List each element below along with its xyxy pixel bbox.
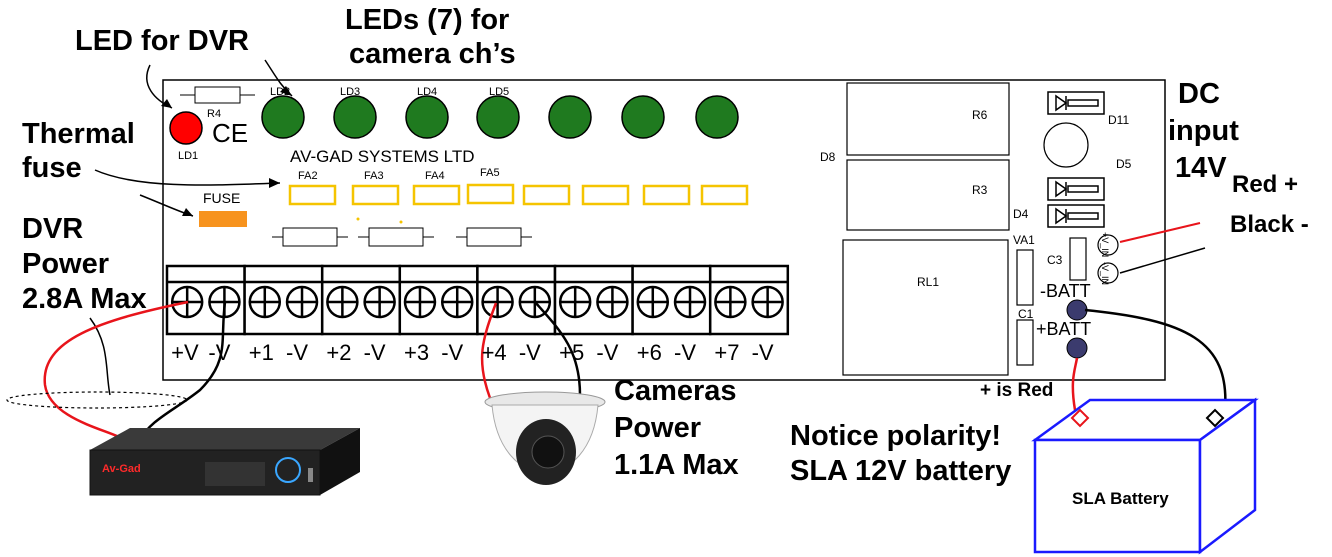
led-camera [261,95,305,139]
terminal-label: -V [751,340,774,365]
terminal-label: -V [208,340,231,365]
led-label: LD1 [178,150,199,162]
ce-mark: CE [212,118,249,148]
fuse-holders [288,183,749,206]
callout-cameras-1: Cameras [614,375,737,407]
callout-dc-input-1: DC [1178,78,1220,110]
arrow-heads [161,86,292,216]
led-label: LD2 [270,86,291,98]
callout-dvr-power-3: 2.8A Max [22,283,147,315]
callout-notice-1: Notice polarity! [790,420,1002,452]
resistor-label: R4 [207,108,222,120]
led-camera [548,95,592,139]
capacitor-c3 [1069,237,1087,281]
dvr-brand: Av-Gad [102,463,141,475]
callout-led-dvr: LED for DVR [75,25,249,57]
led-camera [695,95,739,139]
diode-label: D11 [1108,113,1130,127]
terminal-label: -V [596,340,619,365]
thermal-fuse [199,211,247,227]
resistor-label: R3 [972,183,988,197]
cables [43,300,1227,442]
cable-bundle-ellipse [6,391,188,409]
callout-dc-input-2: input [1168,115,1239,147]
varistor-va1 [1016,249,1034,306]
callout-leds-cam-2: camera ch’s [349,38,516,70]
company-name: AV-GAD SYSTEMS LTD [290,147,475,166]
led-camera [621,95,665,139]
terminal-label: -V [363,340,386,365]
fuse-holder-label: FA4 [425,170,445,182]
resistor-r6 [846,82,1010,156]
varistor-label: VA1 [1013,233,1035,247]
dvr-device [89,428,360,496]
dc-input-pos-terminal [1097,234,1119,256]
diode-label: D8 [820,150,836,164]
dome-camera [484,391,606,485]
diodes [1047,91,1105,228]
callout-cameras-2: Power [614,412,702,444]
battery-neg-terminal [1205,408,1225,428]
led-label: LD5 [489,86,510,98]
callout-black-minus: Black - [1230,211,1309,238]
callout-dc-input-3: 14V [1175,152,1227,184]
callout-cameras-3: 1.1A Max [614,449,739,481]
relay-rl1 [842,239,1009,376]
capacitor-c1 [1016,319,1034,366]
callout-leds-cam-1: LEDs (7) for [345,4,510,36]
diode-label: D5 [1116,157,1132,171]
terminal-label: +2 [326,340,352,365]
led-dvr-red [169,111,203,145]
diode-label: D4 [1013,207,1029,221]
relay-label: RL1 [917,275,940,289]
terminal-label: -V [518,340,541,365]
led-camera [405,95,449,139]
terminal-label: +6 [636,340,662,365]
cap-label: C1 [1018,307,1034,321]
dc-neg-label: -V_IN [1100,262,1110,286]
callout-thermal-2: fuse [22,152,82,184]
callout-thermal-1: Thermal [22,118,135,150]
led-camera [333,95,377,139]
batt-neg-label: -BATT [1040,281,1091,301]
fuse-label: FUSE [203,190,241,206]
dc-pos-label: +V_IN [1100,232,1110,258]
small-resistors [272,227,532,247]
fuse-holder-label: FA3 [364,170,384,182]
resistor-r3 [846,159,1010,231]
led-label: LD3 [340,86,361,98]
fuse-holder-label: FA5 [480,167,500,179]
sla-battery [1031,397,1259,555]
batt-pos-label: +BATT [1036,319,1092,339]
callout-dvr-power-1: DVR [22,213,84,245]
battery-pos-terminal [1070,408,1090,428]
led-label: LD4 [417,86,438,98]
terminal-label: +V [171,340,199,365]
cap-label: C3 [1047,253,1063,267]
terminal-label: +1 [248,340,274,365]
callout-notice-2: SLA 12V battery [790,455,1012,487]
terminal-label: +3 [403,340,430,365]
terminal-label: +7 [714,340,740,365]
camera-leds [261,95,739,139]
callout-red-plus: Red + [1232,171,1299,198]
terminal-label: -V [286,340,309,365]
resistor-label: R6 [972,108,988,122]
terminal-label: -V [441,340,464,365]
callout-dvr-power-2: Power [22,248,110,280]
electrolytic-capacitor [1043,122,1089,168]
callout-plus-is-red: + is Red [980,380,1054,401]
battery-label: SLA Battery [1072,489,1169,508]
led-camera [476,95,520,139]
dc-input-neg-terminal [1097,262,1119,284]
terminal-label: +5 [559,340,585,365]
terminal-label: -V [674,340,697,365]
fuse-holder-label: FA2 [298,170,318,182]
terminal-label: +4 [481,340,507,365]
